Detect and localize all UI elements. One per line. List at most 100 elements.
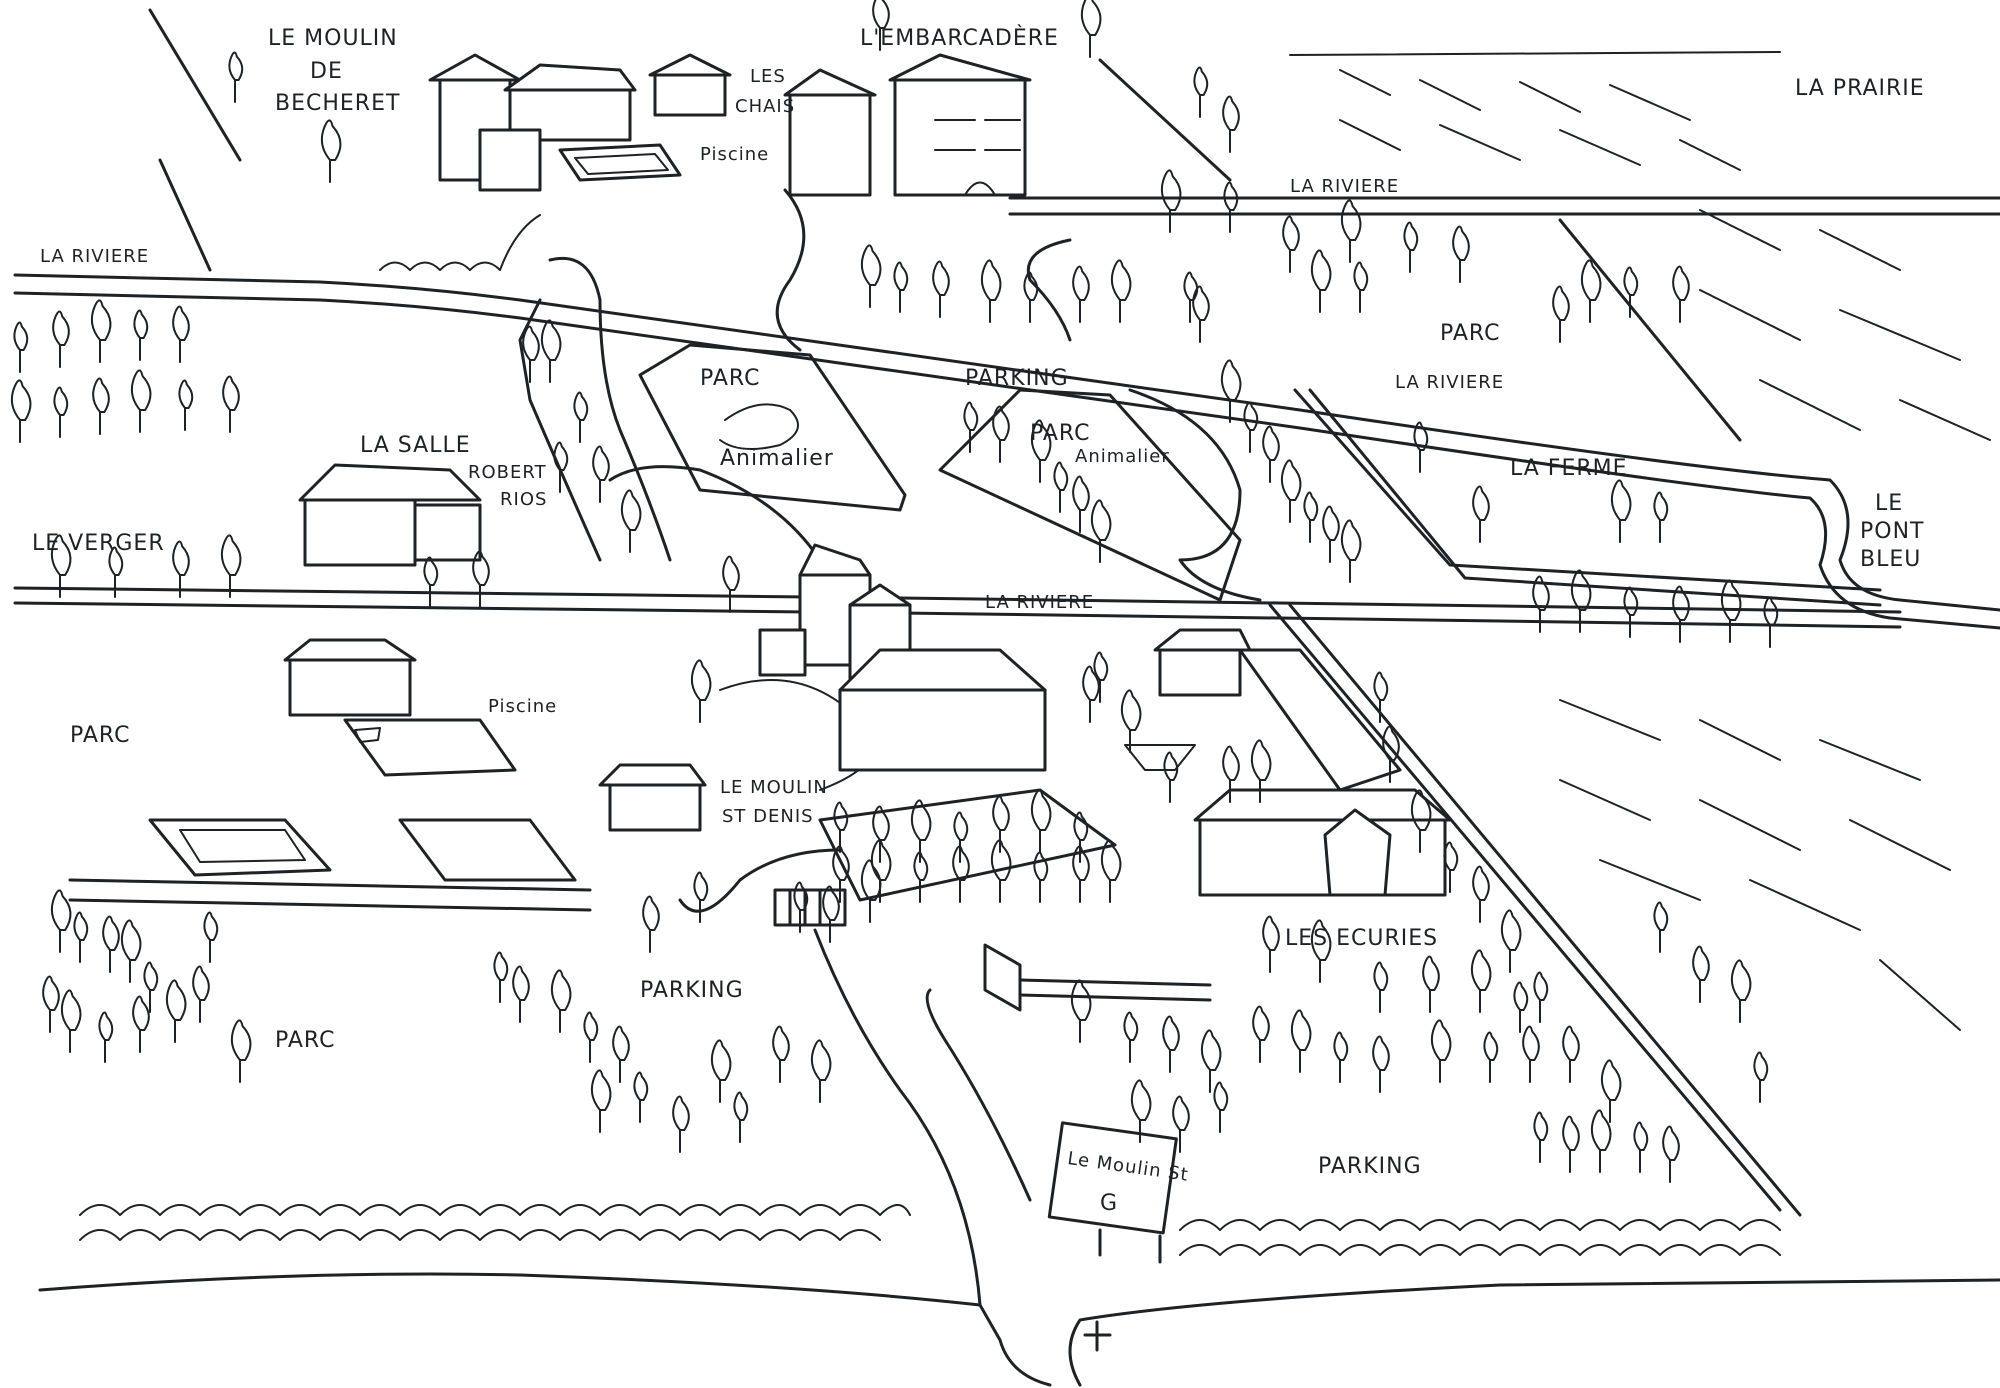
tree-icon [710,1039,732,1103]
tree-icon [1162,1015,1180,1073]
cross-marker [1083,1320,1112,1352]
tree-icon [1120,689,1142,753]
tree-icon [1110,259,1132,323]
label-robert-rios-1: ROBERT [468,462,547,483]
tree-icon [1403,221,1419,273]
tree-icon [320,119,342,183]
labels: LE MOULIN DE BECHERET LES CHAIS Piscine … [32,25,1925,1179]
label-parc-animalier-2a: PARC [1030,421,1090,446]
tree-icon [13,321,29,373]
tree-icon [1163,751,1179,803]
tree-icon [1222,745,1240,803]
tree-icon [1280,459,1302,523]
tree-icon [540,319,562,383]
tree-icon [1322,505,1340,563]
label-robert-rios-2: RIOS [500,489,547,510]
tree-icon [1030,789,1052,853]
tree-icon [1552,285,1570,343]
tree-icon [1072,845,1090,903]
tree-icon [192,965,210,1023]
tree-icon [1023,271,1039,323]
embarcadere-building [783,53,1032,197]
tree-icon [1422,955,1440,1013]
tree-icon [10,379,32,443]
tree-icon [1160,169,1182,233]
tree-icon [228,51,244,103]
tree-icon [1623,266,1639,318]
tree-icon [1262,425,1280,483]
label-le-verger: LE VERGER [32,531,165,556]
tree-icon [913,851,929,903]
entrance-sign: Le Moulin St G [1047,1121,1190,1264]
tree-icon [693,871,709,923]
moulin-st-denis-building [758,543,1047,772]
tree-icon [60,989,82,1053]
tree-icon [1653,901,1669,953]
tree-icon [980,259,1002,323]
gate-right [983,943,1022,1012]
label-riviere-left: LA RIVIERE [40,246,149,267]
hedges [79,214,1781,1256]
tree-icon [1220,359,1242,423]
tree-icon [178,379,194,431]
label-la-prairie: LA PRAIRIE [1795,76,1925,101]
tree-icon [620,489,642,553]
label-parking-top: PARKING [965,366,1069,391]
label-piscine-left: Piscine [488,696,557,717]
tree-icon [1172,1095,1190,1153]
tree-icon [612,1025,630,1083]
label-parc-animalier-1b: Animalier [720,446,834,471]
label-moulin-becheret-1: LE MOULIN [268,26,398,51]
tree-icon [1100,839,1122,903]
label-riviere-top: LA RIVIERE [1290,176,1399,197]
tree-icon [50,534,72,598]
tree-icon [1373,671,1389,723]
pavilion-building [283,638,417,717]
tree-icon [1282,215,1300,273]
label-parc-animalier-1a: PARC [700,366,760,391]
tree-icon [832,845,850,903]
tree-icon [102,915,120,973]
tree-icon [793,881,809,933]
tree-icon [963,401,979,453]
tree-icon [172,540,190,598]
tree-icon [1353,261,1369,313]
tree-icon [1303,491,1319,543]
tree-icon [822,885,840,943]
tree-icon [1130,1079,1152,1143]
label-parc-bottom: PARC [275,1028,335,1053]
tree-icon [493,951,509,1003]
piscine-left [343,718,517,777]
tennis-court [148,818,332,877]
moulin-de-becheret-building [428,53,637,192]
tree-icon [860,244,882,308]
tree-icon [910,799,932,863]
tree-icon [73,911,89,963]
tree-icon [1720,579,1742,643]
ecuries-forecourt [1124,744,1196,771]
tree-icon [1030,419,1052,483]
central-parking-lot [818,788,1117,902]
tree-icon [1513,981,1529,1033]
tree-icon [1053,461,1069,513]
tree-icon [1600,1059,1622,1123]
prairie-hatching [1289,51,1991,1031]
tree-icon [1410,789,1432,853]
tree-icon [1372,1035,1390,1093]
sign-logo: G [1100,1191,1118,1216]
tree-icon [1653,491,1669,543]
label-les-ecuries: LES ECURIES [1285,926,1438,951]
tree-icon [872,805,890,863]
tree-icon [1333,1031,1349,1083]
label-moulin-becheret-3: BECHERET [275,91,400,116]
tree-icon [230,1019,252,1083]
tree-icon [932,260,950,318]
label-les-chais-2: CHAIS [735,96,795,117]
tree-icon [1290,1009,1312,1073]
tree-icon [1430,1019,1452,1083]
tree-icon [1093,651,1109,703]
tree-icon [690,659,712,723]
tree-icon [1672,265,1690,323]
tree-icon [1533,1111,1549,1163]
trees [10,0,1779,1183]
